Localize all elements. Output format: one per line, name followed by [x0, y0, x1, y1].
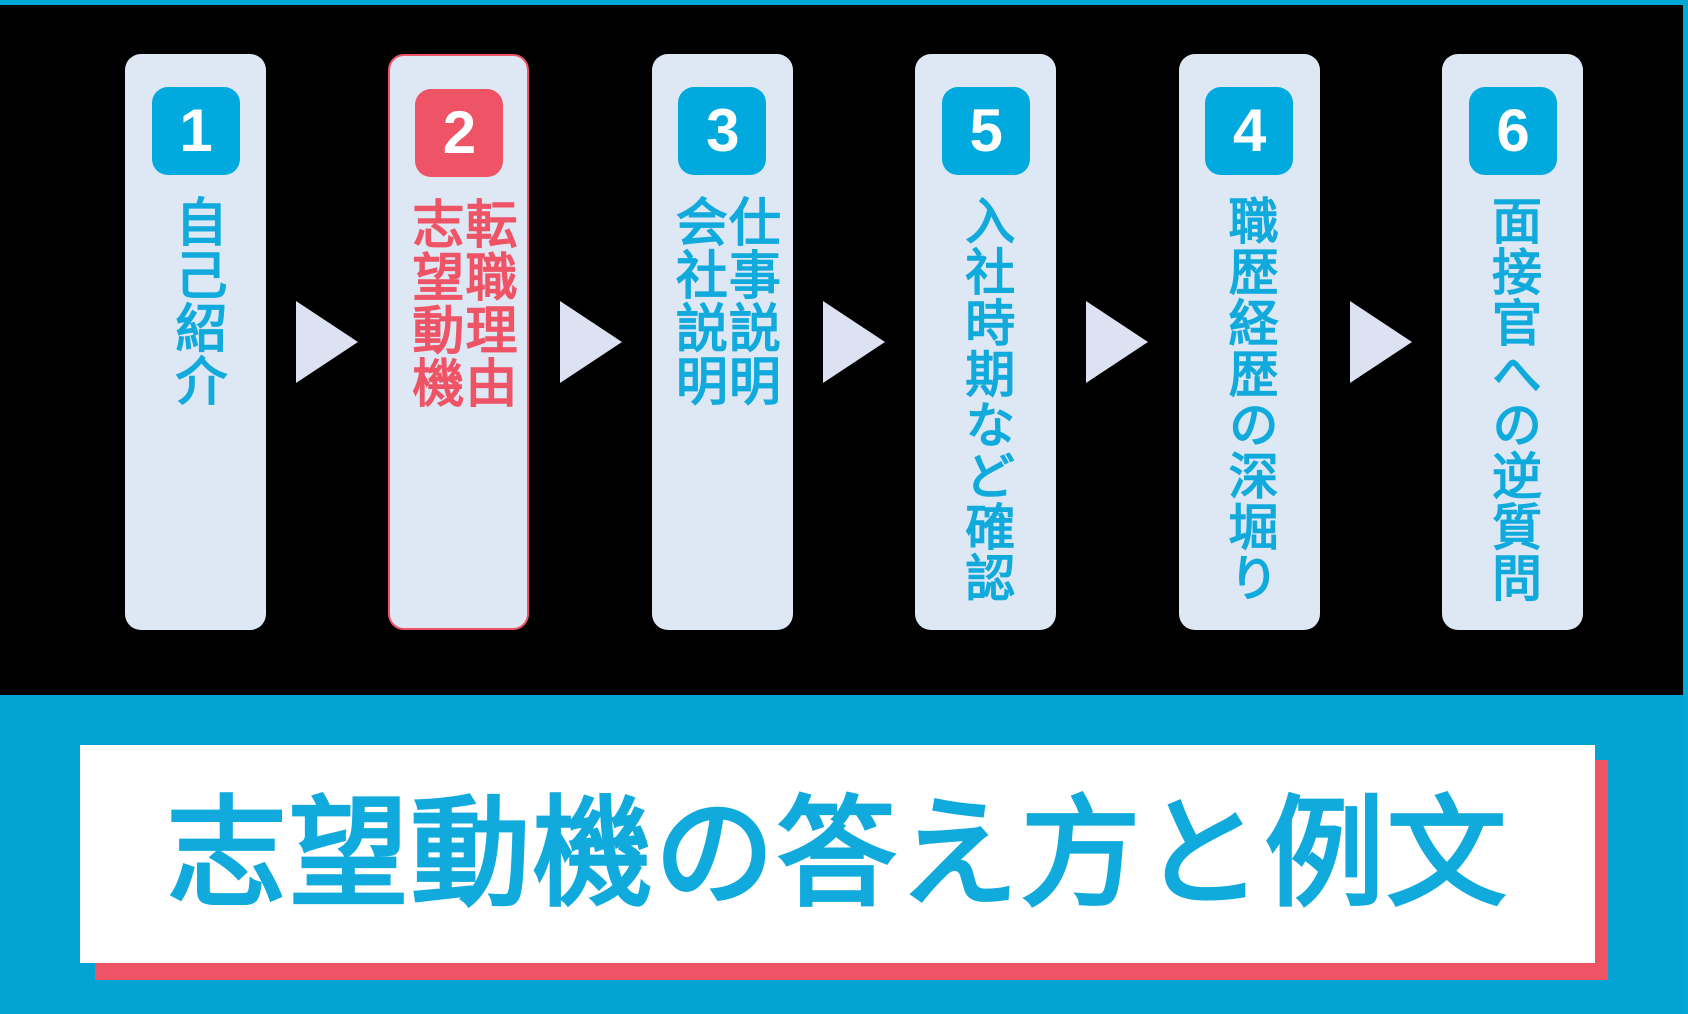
step-label-line: 会社説明 — [667, 195, 726, 407]
triangle-right-icon — [1086, 301, 1149, 383]
flow-arrow-2 — [529, 54, 651, 630]
flow-step-6[interactable]: 6 面接官への逆質問 — [1442, 54, 1584, 630]
step-label-line: 面接官への逆質問 — [1485, 195, 1542, 603]
flow-arrow-3 — [793, 54, 915, 630]
flow-step-2[interactable]: 2 転職理由 志望動機 — [388, 54, 530, 630]
flow-step-4[interactable]: 4 職歴経歴の深堀り — [1178, 54, 1320, 630]
step-label-line: 志望動機 — [403, 197, 462, 409]
flow-arrow-4 — [1056, 54, 1178, 630]
step-label-line: 自己紹介 — [167, 195, 226, 407]
triangle-right-icon — [559, 301, 622, 383]
flow-step-5[interactable]: 5 入社時期など確認 — [915, 54, 1057, 630]
flow-arrow-1 — [266, 54, 388, 630]
step-label-line: 入社時期など確認 — [958, 195, 1015, 603]
triangle-right-icon — [823, 301, 886, 383]
step-number-badge: 6 — [1468, 87, 1557, 175]
step-label: 自己紹介 — [125, 195, 266, 630]
step-label: 入社時期など確認 — [915, 195, 1056, 630]
flow-arrow-5 — [1320, 54, 1442, 630]
step-number-badge: 5 — [941, 87, 1030, 175]
step-label: 面接官への逆質問 — [1442, 195, 1583, 630]
step-label-line: 転職理由 — [456, 197, 515, 409]
step-number-badge: 4 — [1205, 87, 1294, 175]
step-label: 仕事説明 会社説明 — [652, 195, 793, 630]
title-box: 志望動機の答え方と例文 — [80, 745, 1595, 963]
step-label: 職歴経歴の深堀り — [1179, 195, 1320, 630]
triangle-right-icon — [1349, 301, 1412, 383]
step-number-badge: 1 — [151, 87, 240, 175]
page-title: 志望動機の答え方と例文 — [166, 787, 1509, 921]
step-number-badge: 3 — [678, 87, 767, 175]
flow-step-1[interactable]: 1 自己紹介 — [125, 54, 266, 630]
step-label: 転職理由 志望動機 — [390, 197, 527, 628]
triangle-right-icon — [296, 301, 359, 383]
step-label-line: 仕事説明 — [720, 195, 779, 407]
interview-flow-diagram: 1 自己紹介 2 転職理由 志望動機 3 仕事説明 会社説明 — [125, 54, 1584, 630]
step-label-line: 職歴経歴の深堀り — [1221, 195, 1278, 603]
flow-step-3[interactable]: 3 仕事説明 会社説明 — [651, 54, 793, 630]
step-number-badge: 2 — [414, 89, 503, 177]
